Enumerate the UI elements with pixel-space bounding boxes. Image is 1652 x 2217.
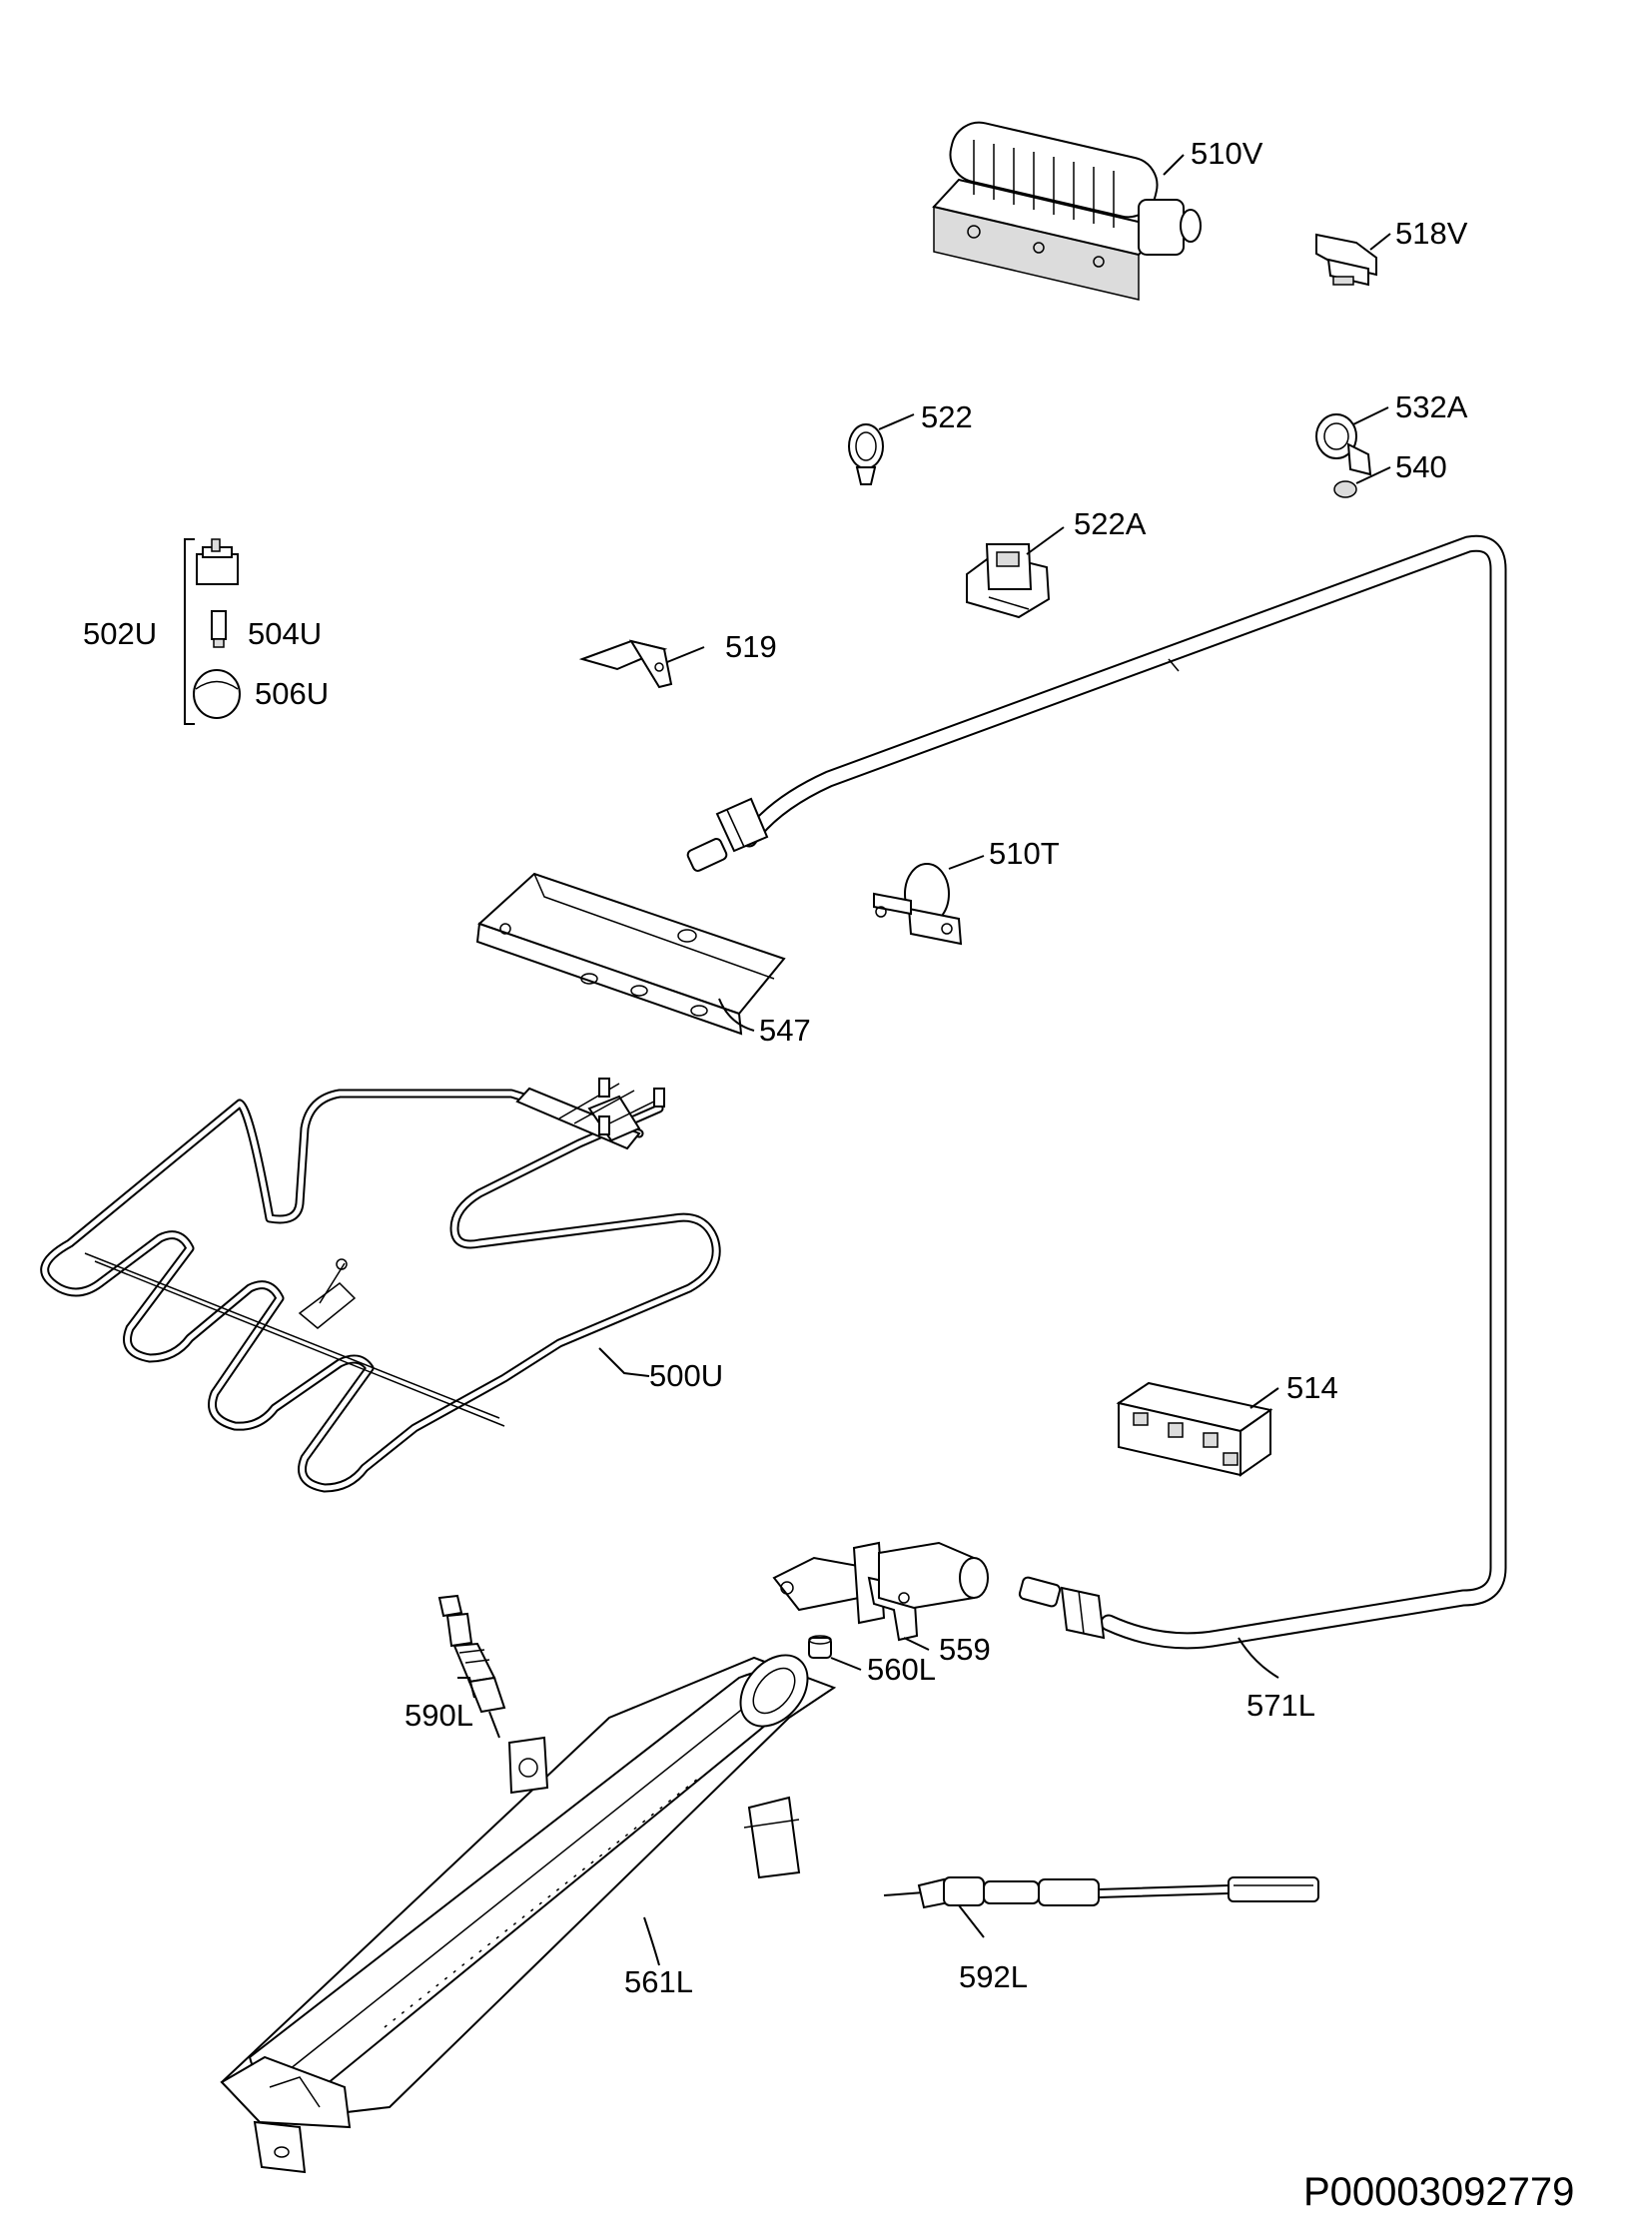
callout-592l: 592L	[959, 1959, 1028, 1994]
callout-559: 559	[939, 1632, 991, 1667]
part-592l-thermocouple[interactable]	[883, 1876, 1319, 1938]
callout-571l: 571L	[1246, 1688, 1315, 1723]
part-560l-injector[interactable]	[808, 1635, 862, 1671]
part-500u-grill-element[interactable]	[40, 1078, 721, 1493]
part-510t-safety-valve[interactable]	[873, 855, 985, 946]
callout-510v: 510V	[1191, 136, 1263, 171]
callout-522a: 522A	[1074, 506, 1147, 541]
document-number: P00003092779	[1303, 2170, 1574, 2214]
part-532a-lamp-socket[interactable]	[1315, 406, 1389, 476]
part-519-bracket[interactable]	[578, 639, 705, 689]
callout-532a: 532A	[1395, 389, 1468, 424]
callout-560l: 560L	[867, 1652, 936, 1687]
part-540-lamp-gasket[interactable]	[1333, 466, 1391, 498]
callout-500u: 500U	[649, 1358, 723, 1393]
callout-590l: 590L	[405, 1698, 473, 1733]
part-514-ignition-module[interactable]	[1116, 1381, 1279, 1477]
callout-519: 519	[725, 629, 777, 664]
callout-506u: 506U	[255, 676, 329, 711]
callout-540: 540	[1395, 449, 1447, 484]
part-504u-lamp-bulb[interactable]	[211, 610, 227, 648]
part-510v-tangential-fan[interactable]	[932, 117, 1202, 301]
callout-514: 514	[1286, 1370, 1338, 1405]
part-518v-thermostat[interactable]	[1315, 233, 1391, 287]
part-522a-lamp-housing[interactable]	[966, 526, 1065, 619]
part-590l-spark-electrode[interactable]	[437, 1594, 506, 1739]
callout-510t: 510T	[989, 836, 1060, 871]
callout-518v: 518V	[1395, 216, 1468, 251]
part-571l-gas-pipe[interactable]	[686, 534, 1507, 1679]
callout-522: 522	[921, 399, 973, 434]
callout-561l: 561L	[624, 1964, 693, 1999]
label-510v: 510V	[1191, 136, 1263, 171]
part-502u-lamp-base[interactable]	[196, 538, 239, 585]
part-561l-burner[interactable]	[220, 1642, 837, 2174]
callout-502u: 502U	[83, 616, 157, 651]
callout-547: 547	[759, 1013, 811, 1048]
part-547-heat-shield[interactable]	[475, 872, 786, 1036]
part-506u-lamp-glass[interactable]	[193, 669, 241, 719]
part-522-lamp-holder[interactable]	[848, 413, 915, 485]
part-group-502u-lamp-kit[interactable]	[184, 538, 241, 725]
part-559-valve-bracket[interactable]	[772, 1541, 989, 1651]
callout-504u: 504U	[248, 616, 322, 651]
